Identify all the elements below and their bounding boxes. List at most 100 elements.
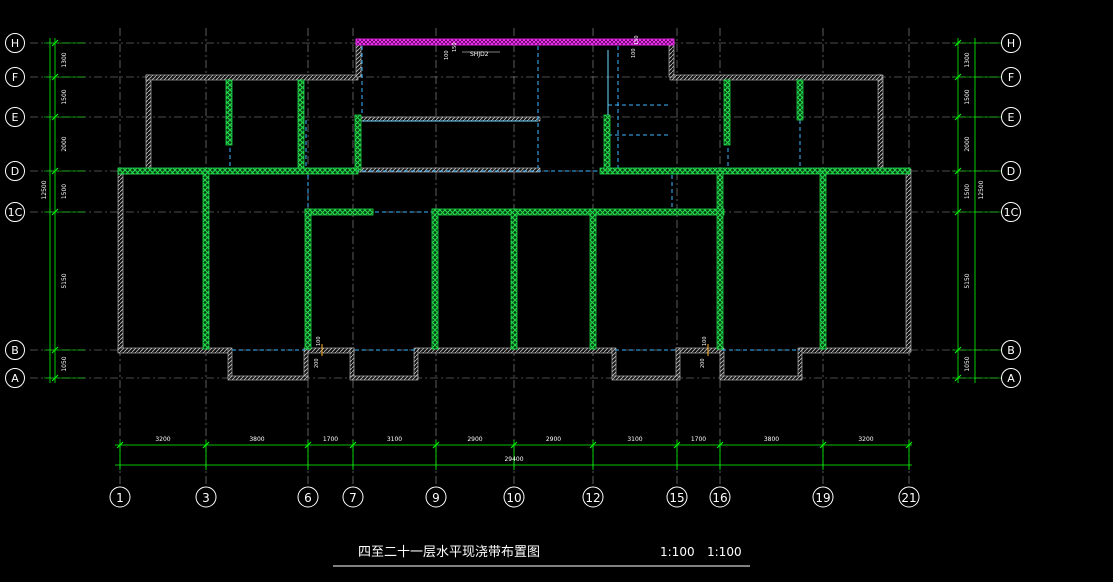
axis-bubble-label: B bbox=[1007, 344, 1015, 357]
cast-band bbox=[796, 79, 804, 121]
dim-tick-slash bbox=[589, 441, 597, 449]
dim-label-left: 2000 bbox=[61, 136, 68, 151]
axis-bubble-h bbox=[5, 340, 25, 360]
cast-band bbox=[716, 170, 724, 350]
dim-tick-slash bbox=[432, 441, 440, 449]
wall-segment bbox=[675, 347, 721, 354]
axis-bubble-h bbox=[1001, 368, 1021, 388]
dim-label-bottom: 1700 bbox=[323, 436, 338, 443]
dim-tick-slash bbox=[905, 441, 913, 449]
wall-segment bbox=[227, 347, 233, 379]
dim-tick-slash bbox=[304, 441, 312, 449]
axis-bubble-h bbox=[1001, 107, 1021, 127]
drawing-title: 四至二十一层水平现浇带布置图 bbox=[358, 545, 540, 560]
cast-band bbox=[599, 167, 911, 175]
small-dim-label: 100 bbox=[316, 336, 322, 346]
dim-label-total: 29400 bbox=[504, 456, 523, 463]
axis-bubble-label: E bbox=[12, 111, 19, 124]
axis-bubble-v bbox=[109, 486, 131, 508]
small-dim-label: 150 bbox=[634, 35, 640, 45]
dim-label-bottom: 2900 bbox=[546, 436, 561, 443]
dim-tick-slash bbox=[510, 441, 518, 449]
dim-label-left: 1300 bbox=[61, 52, 68, 67]
axis-bubble-h bbox=[5, 33, 25, 53]
wall-segment bbox=[675, 347, 681, 379]
dim-label-right: 1050 bbox=[964, 356, 971, 371]
dim-label-right: 5150 bbox=[964, 273, 971, 288]
small-dim-label: 150 bbox=[452, 42, 458, 52]
axis-bubble-label: H bbox=[11, 37, 19, 50]
cast-band bbox=[431, 208, 725, 216]
axis-bubble-label: B bbox=[11, 344, 19, 357]
dim-label-left-total: 12500 bbox=[41, 180, 48, 199]
axis-bubble-label: D bbox=[11, 165, 19, 178]
axis-bubble-h bbox=[1001, 202, 1021, 222]
dim-tick-slash bbox=[51, 113, 59, 121]
cast-band bbox=[297, 119, 305, 169]
wall-segment bbox=[357, 116, 541, 122]
dim-label-right: 2000 bbox=[964, 136, 971, 151]
wall-segment bbox=[719, 347, 725, 379]
dim-label-left: 1050 bbox=[61, 356, 68, 371]
axis-bubble-v bbox=[898, 486, 920, 508]
cast-bands bbox=[117, 38, 911, 350]
axis-bubble-label: H bbox=[1007, 37, 1015, 50]
cast-band bbox=[510, 208, 518, 350]
dim-tick-slash bbox=[716, 441, 724, 449]
wall-segment bbox=[145, 74, 359, 81]
cast-band bbox=[304, 208, 312, 350]
dim-tick-slash bbox=[954, 73, 962, 81]
axis-bubble-v bbox=[582, 486, 604, 508]
wall-segment bbox=[905, 168, 912, 353]
dim-tick-slash bbox=[954, 39, 962, 47]
small-dim-label: 100 bbox=[444, 50, 450, 60]
wall-segment bbox=[799, 347, 911, 354]
dim-tick-slash bbox=[51, 346, 59, 354]
dim-label-right: 1500 bbox=[964, 89, 971, 104]
cast-band bbox=[354, 114, 362, 171]
axis-bubble-label: 10 bbox=[506, 491, 521, 505]
dim-tick-slash bbox=[673, 441, 681, 449]
wall-segment bbox=[611, 375, 681, 381]
cast-band bbox=[202, 170, 210, 350]
wall-segment bbox=[349, 347, 355, 379]
cast-band bbox=[431, 208, 439, 350]
dim-tick-slash bbox=[51, 73, 59, 81]
dim-label-bottom: 3100 bbox=[387, 436, 402, 443]
axis-bubble-label: 16 bbox=[712, 491, 727, 505]
dim-tick-slash bbox=[954, 167, 962, 175]
wall-segment bbox=[303, 347, 309, 379]
cast-band bbox=[297, 79, 305, 121]
axis-bubble-v bbox=[425, 486, 447, 508]
wall-segment bbox=[117, 168, 124, 353]
wall-segment bbox=[117, 347, 231, 354]
wall-segment bbox=[307, 347, 355, 354]
wall-segment bbox=[669, 74, 883, 81]
wall-segment bbox=[349, 375, 419, 381]
axis-bubble-h bbox=[5, 368, 25, 388]
dim-label-bottom: 3200 bbox=[858, 436, 873, 443]
axis-bubble-h bbox=[1001, 33, 1021, 53]
axis-bubble-v bbox=[812, 486, 834, 508]
small-dim-label: 100 bbox=[702, 336, 708, 346]
dim-label-right-total: 12500 bbox=[978, 180, 985, 199]
axis-bubble-label: 9 bbox=[432, 491, 440, 505]
cast-band bbox=[723, 79, 731, 146]
dim-tick-slash bbox=[954, 374, 962, 382]
dim-label-bottom: 3200 bbox=[155, 436, 170, 443]
wall-segment bbox=[719, 375, 803, 381]
axis-bubble-label: 21 bbox=[901, 491, 916, 505]
axis-bubble-label: 15 bbox=[669, 491, 684, 505]
axis-bubble-h bbox=[1001, 340, 1021, 360]
cast-band bbox=[819, 170, 827, 350]
dim-label-bottom: 2900 bbox=[467, 436, 482, 443]
axis-bubble-label: E bbox=[1008, 111, 1015, 124]
dim-label-right: 1500 bbox=[964, 184, 971, 199]
axis-bubble-h bbox=[1001, 67, 1021, 87]
dim-tick-slash bbox=[51, 39, 59, 47]
scale-label-1: 1:100 bbox=[660, 545, 695, 559]
axis-bubble-h bbox=[5, 67, 25, 87]
dim-tick-slash bbox=[819, 441, 827, 449]
axis-bubble-v bbox=[297, 486, 319, 508]
